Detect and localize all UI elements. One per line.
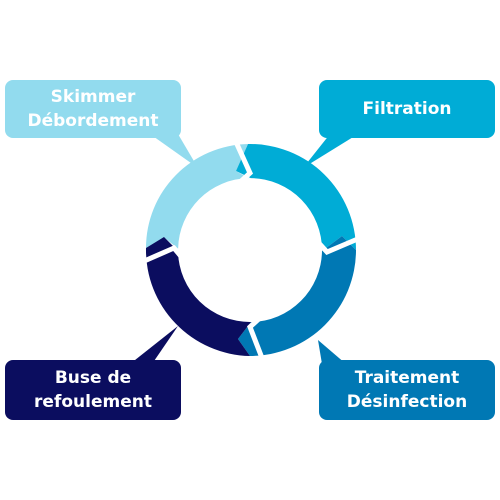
traitement-label-line2: Désinfection xyxy=(346,392,468,412)
chevron-gap-left xyxy=(140,244,186,265)
buse-label-line2: refoulement xyxy=(34,392,152,412)
traitement-label-line1: Traitement xyxy=(354,368,460,388)
skimmer-callout: Skimmer Débordement xyxy=(5,80,181,138)
chevron-gap-right xyxy=(314,235,361,255)
ring-segment-filtration xyxy=(236,143,356,251)
ring-segment-traitement xyxy=(238,236,356,356)
filtration-callout: Filtration xyxy=(319,80,495,138)
buse-callout: Buse de refoulement xyxy=(5,360,181,420)
skimmer-label-line2: Débordement xyxy=(27,111,159,131)
chevron-gap-bottom xyxy=(247,314,265,359)
traitement-pointer xyxy=(318,340,346,364)
skimmer-pointer xyxy=(150,134,198,168)
skimmer-label-line1: Skimmer xyxy=(50,87,136,107)
ring-segment-skimmer xyxy=(145,144,249,249)
chevron-gap-top xyxy=(233,140,254,186)
buse-pointer xyxy=(130,326,178,364)
traitement-callout: Traitement Désinfection xyxy=(319,360,495,420)
buse-label-line1: Buse de xyxy=(54,368,132,388)
filtration-label: Filtration xyxy=(362,99,452,119)
filtration-pointer xyxy=(303,134,358,168)
ring-segment-buse xyxy=(145,237,251,356)
